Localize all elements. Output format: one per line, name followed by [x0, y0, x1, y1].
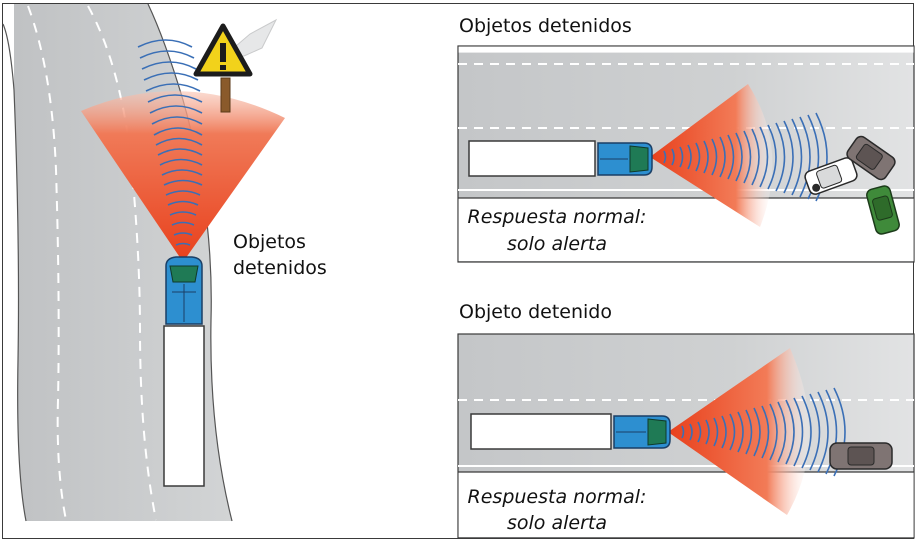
- bottom-sensor-cone: [668, 348, 810, 515]
- panel-top-title: Objetos detenidos: [459, 15, 632, 37]
- bottom-radar-wave-icon: [681, 387, 846, 477]
- top-car-green-icon: [866, 185, 900, 235]
- left-stopped-objects-label-line2: detenidos: [233, 257, 327, 279]
- left-radar-wave-icon: [137, 39, 203, 246]
- top-crashed-car-white-icon: [804, 157, 858, 195]
- top-crashed-car-gray-icon: [846, 135, 896, 181]
- panel-bottom-caption-line1: Respuesta normal:: [467, 486, 647, 508]
- bottom-stopped-car-icon: [829, 442, 893, 470]
- panel-top-caption-line1: Respuesta normal:: [467, 206, 647, 228]
- panel-top-caption-line2: solo alerta: [507, 233, 607, 255]
- lane-marking: [27, 5, 67, 521]
- panel-bottom-title: Objeto detenido: [459, 301, 612, 323]
- top-radar-wave-icon: [663, 112, 828, 202]
- left-stopped-objects-label-line1: Objetos: [233, 231, 306, 253]
- left-sensor-cone: [81, 91, 285, 262]
- left-truck-icon: [163, 256, 205, 487]
- top-truck-icon: [468, 140, 653, 177]
- top-sensor-cone: [650, 84, 773, 227]
- warning-sign-icon: [193, 18, 278, 113]
- bottom-truck-icon: [470, 413, 671, 450]
- lane-marking: [87, 5, 157, 521]
- panel-bottom-caption-line2: solo alerta: [507, 512, 607, 534]
